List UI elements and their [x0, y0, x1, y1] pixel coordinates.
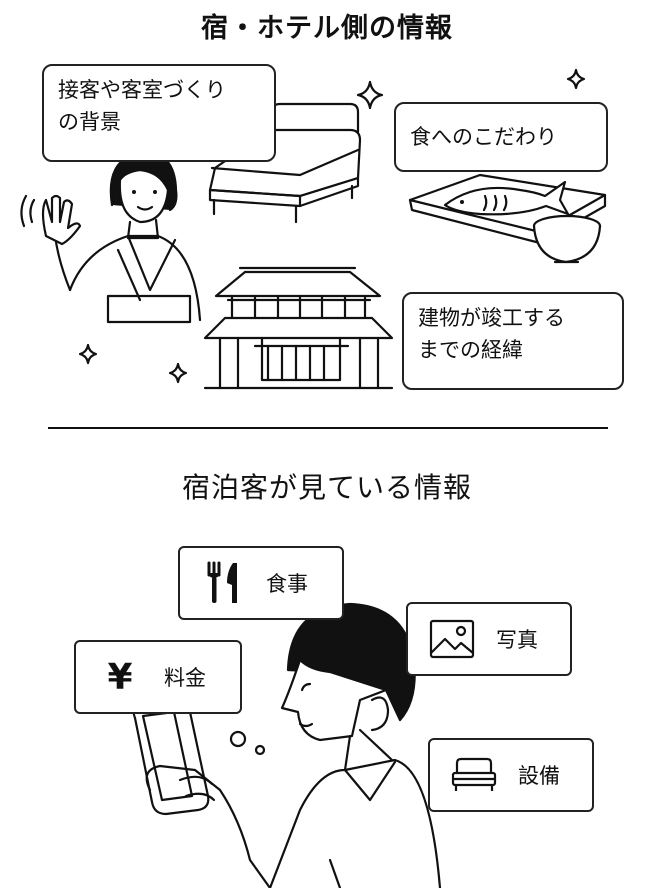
facility-tag: 設備 [428, 738, 594, 812]
bubble-line: 食へのこだわり [410, 125, 557, 149]
hostess-illustration [20, 150, 202, 324]
image-icon [408, 619, 496, 659]
sparkle-icon [78, 68, 586, 384]
price-tag: ¥ 料金 [74, 640, 242, 714]
bubble-line: 接客や客室づくり [58, 78, 226, 102]
guest-man-illustration [132, 602, 442, 888]
fish-dish-illustration [408, 173, 607, 264]
bubble-line: の背景 [58, 110, 121, 134]
top-section-title: 宿・ホテル側の情報 [201, 13, 453, 44]
meal-tag: 食事 [178, 546, 344, 620]
fork-knife-icon [180, 561, 266, 605]
photo-tag-label: 写真 [496, 628, 538, 652]
meal-tag-label: 食事 [266, 572, 308, 596]
food-commitment-bubble: 食へのこだわり [394, 102, 608, 172]
bubble-line: 建物が竣工する [418, 306, 565, 330]
facility-tag-label: 設備 [518, 764, 560, 788]
yen-icon: ¥ [107, 656, 133, 698]
hospitality-background-bubble: 接客や客室づくり の背景 [42, 64, 276, 162]
bottom-section-title: 宿泊客が見ている情報 [181, 471, 472, 504]
price-tag-label: 料金 [164, 666, 206, 690]
section-divider [48, 427, 608, 429]
ryokan-building-illustration [203, 266, 394, 390]
bubble-line: までの経緯 [418, 338, 523, 362]
building-history-bubble: 建物が竣工する までの経緯 [402, 292, 624, 390]
photo-tag: 写真 [406, 602, 572, 676]
bed-icon [430, 757, 518, 793]
